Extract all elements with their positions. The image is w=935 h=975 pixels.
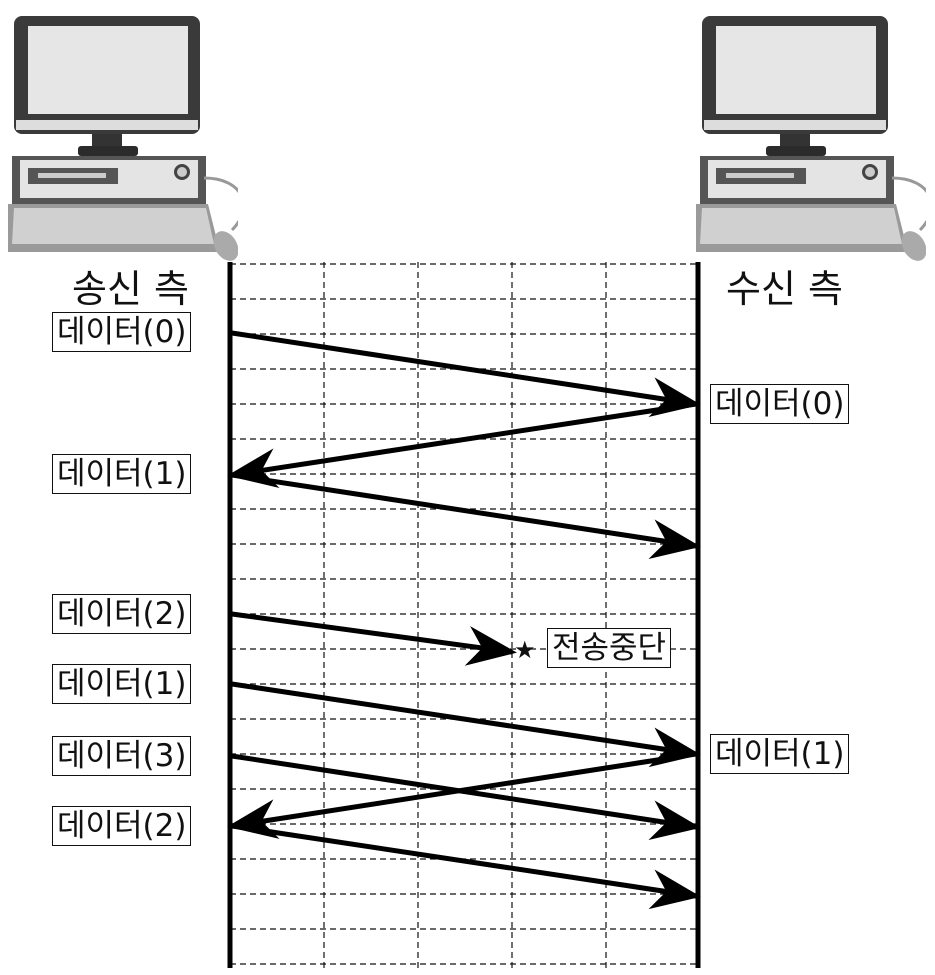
sender-label-data1: 데이터(1)	[52, 454, 192, 494]
arrow-send-data0	[231, 330, 701, 417]
sender-label-data0: 데이터(0)	[52, 312, 192, 352]
receiver-computer-icon	[696, 14, 926, 267]
arrow-send-data2-retry	[231, 823, 701, 910]
receiver-title: 수신 측	[726, 267, 843, 311]
star-icon: ★	[514, 636, 536, 664]
sender-label-data2: 데이터(2)	[52, 594, 192, 634]
receiver-label-data1: 데이터(1)	[710, 734, 850, 774]
sender-computer-icon	[8, 14, 238, 267]
arrow-send-data2-stopped	[231, 611, 517, 666]
arrow-send-data1-retry	[231, 681, 701, 768]
transmission-stopped-label: 전송중단	[547, 628, 672, 668]
sender-label-data1-retry: 데이터(1)	[52, 664, 192, 704]
sender-label-data2-retry: 데이터(2)	[52, 806, 192, 846]
arrow-ack-data0	[227, 401, 697, 488]
arrow-send-data3	[231, 753, 701, 840]
receiver-label-data0: 데이터(0)	[710, 384, 850, 424]
sender-label-data3: 데이터(3)	[52, 736, 192, 776]
arrow-send-data1	[231, 472, 701, 559]
sender-title: 송신 측	[72, 267, 189, 311]
